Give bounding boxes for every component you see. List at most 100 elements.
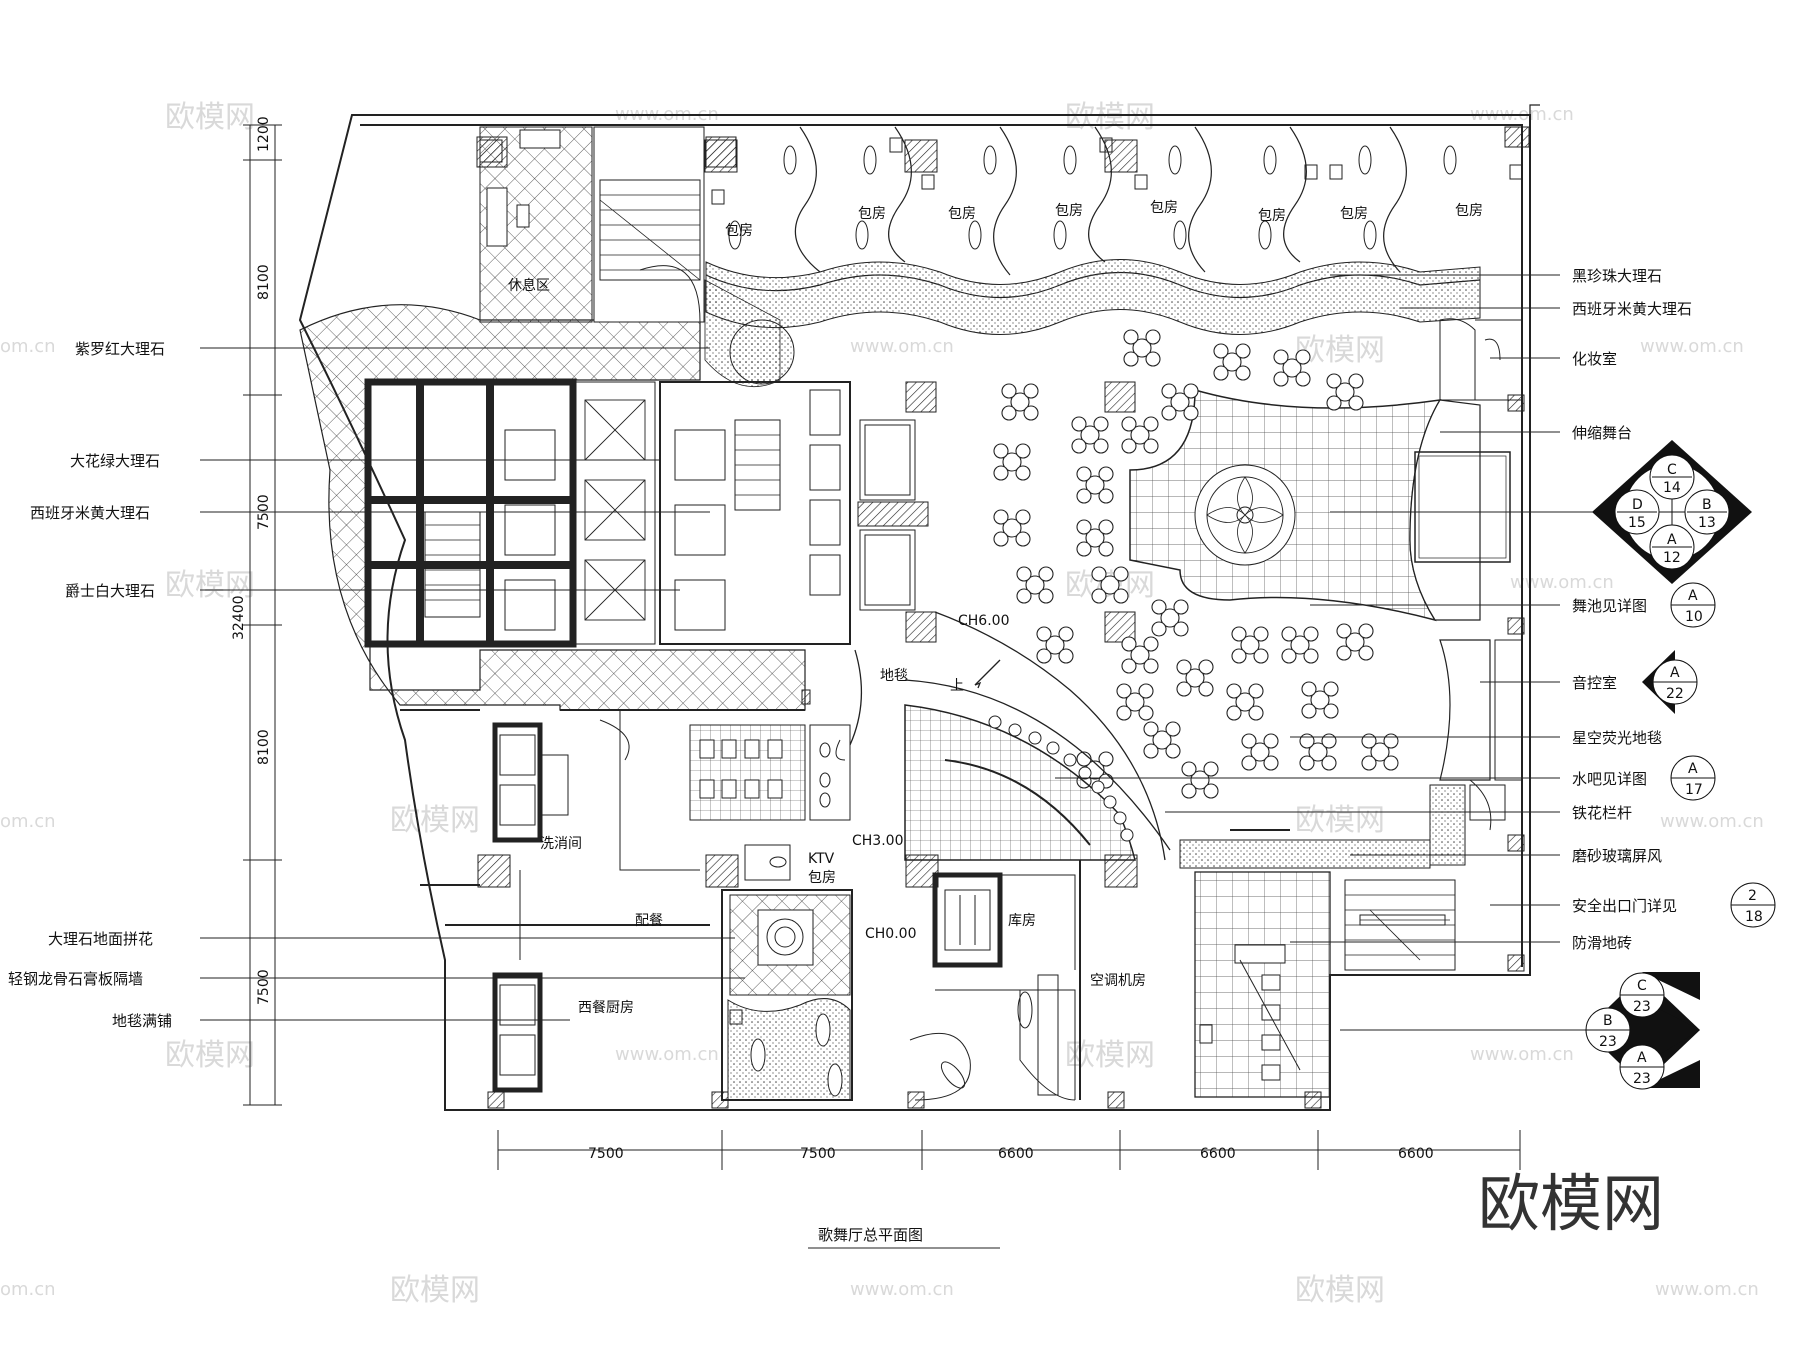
sofa-booths [857,419,929,611]
water-bar [904,679,1171,861]
callout-letter: C [1667,462,1677,478]
watermark-logo: 欧模网 [165,568,255,603]
callout-detail-exit-door: 2 18 [1730,882,1776,928]
watermark-url: www.om.cn [850,336,954,357]
room-label-vip: 包房 [1340,206,1368,222]
annotation-right: 舞池见详图 [1572,597,1647,615]
dim-bottom: 7500 [800,1146,836,1162]
room-label-kitchen: 西餐厨房 [578,1000,634,1016]
ceiling-height-label: CH3.00 [852,833,903,849]
watermark-url: www.om.cn [1470,1044,1574,1065]
callout-number: 23 [1599,1034,1617,1050]
callout-number: 23 [1633,1071,1651,1087]
elevator-storage [909,860,1081,1101]
dim-bottom: 7500 [588,1146,624,1162]
callout-detail-dance-floor: A 10 [1670,582,1716,628]
watermark-logo: 欧模网 [1065,1038,1155,1073]
annotation-right: 磨砂玻璃屏风 [1572,847,1662,865]
table-sets [993,329,1399,799]
structural-columns [476,136,1525,1109]
watermark-url: www.om.cn [615,1044,719,1065]
room-label-carpet: 地毯 [880,668,908,684]
annotation-right: 音控室 [1572,674,1617,692]
room-label-vip: 包房 [948,206,976,222]
watermark-logo: 欧模网 [165,100,255,135]
annotation-right: 水吧见详图 [1572,770,1647,788]
callout-letter: A [1688,588,1698,604]
leaders-left [200,347,745,1021]
watermark-logo: 欧模网 [390,1273,480,1308]
drawing-title: 歌舞厅总平面图 [818,1226,923,1244]
callout-letter: C [1637,978,1647,994]
watermark-logo: 欧模网 [390,803,480,838]
annotation-right: 铁花栏杆 [1572,804,1632,822]
marble-band-left [299,304,806,711]
callout-letter: B [1603,1013,1613,1029]
watermark-url: www.om.cn [850,1279,954,1300]
walkway-curves [849,611,1166,861]
callout-number: 13 [1698,515,1716,531]
dimension-lines [243,124,1521,1170]
annotation-left: 爵士白大理石 [65,582,155,600]
room-label-vip: 包房 [1055,203,1083,219]
callout-number: 23 [1633,999,1651,1015]
callout-letter: A [1637,1050,1647,1066]
dim-total: 32400 [231,595,247,640]
room-label-vip: 包房 [1258,208,1286,224]
room-label-vip: 包房 [725,223,753,239]
watermark-url: www.om.cn [1660,811,1764,832]
callout-number: 15 [1628,515,1646,531]
watermark-url: www.om.cn [1510,572,1614,593]
room-label-vip: 包房 [1150,200,1178,216]
room-label-ktv: KTV [808,851,835,867]
dim-bottom: 6600 [1200,1146,1236,1162]
glass-screen-strip [1179,784,1506,869]
callout-elevation-restroom: C 23 B 23 A 23 [1585,972,1700,1090]
callout-letter: A [1670,665,1680,681]
annotation-left: 地毯满铺 [112,1012,172,1030]
watermark-url: om.cn [0,811,56,832]
room-label-storage: 库房 [1008,913,1036,929]
room-label-vip: 包房 [1455,203,1483,219]
callout-letter: A [1667,532,1677,548]
dim-bottom: 6600 [1398,1146,1434,1162]
right-lower-block [1194,871,1456,1098]
annotation-right: 星空荧光地毯 [1572,729,1662,747]
room-label-wash: 洗消间 [540,836,582,852]
sound-control-room [1439,639,1523,831]
dim-left: 1200 [256,116,272,152]
toilet-block [689,724,851,881]
callout-elevation-stage: C 14 D 15 B 13 A 12 [1592,440,1752,584]
room-label-ktv-room: 包房 [808,870,836,886]
dim-left: 7500 [256,969,272,1005]
makeup-room [1439,318,1523,401]
leaders-right [1055,274,1620,1031]
watermark-logo: 欧模网 [1295,333,1385,368]
annotation-right: 伸缩舞台 [1572,424,1632,442]
callout-letter: A [1688,761,1698,777]
callout-number: 10 [1685,609,1703,625]
watermarks: 欧模网 www.om.cn 欧模网 www.om.cn om.cn www.om… [0,100,1764,1308]
watermark-logo: 欧模网 [1295,803,1385,838]
room-label-ac: 空调机房 [1090,973,1146,989]
watermark-url: www.om.cn [1640,336,1744,357]
annotation-right: 西班牙米黄大理石 [1572,300,1692,318]
annotation-left: 大花绿大理石 [70,452,160,470]
dance-floor [1129,389,1511,622]
callout-letter: B [1702,497,1712,513]
callout-number: 17 [1685,782,1703,798]
watermark-logo: 欧模网 [1065,100,1155,135]
elevator-core [364,378,851,648]
annotation-left: 西班牙米黄大理石 [30,504,150,522]
annotation-left: 大理石地面拼花 [48,930,153,948]
annotation-right: 化妆室 [1572,350,1617,368]
annotation-right: 安全出口门详见 [1572,897,1677,915]
dim-left: 8100 [256,729,272,765]
callout-number: 18 [1745,909,1763,925]
callout-number: 22 [1666,686,1684,702]
dim-left: 8100 [256,264,272,300]
vip-room-row: 包房 包房 包房 包房 包房 包房 包房 包房 [704,126,1530,335]
annotation-right: 黑珍珠大理石 [1572,267,1662,285]
watermark-logo: 欧模网 [165,1038,255,1073]
